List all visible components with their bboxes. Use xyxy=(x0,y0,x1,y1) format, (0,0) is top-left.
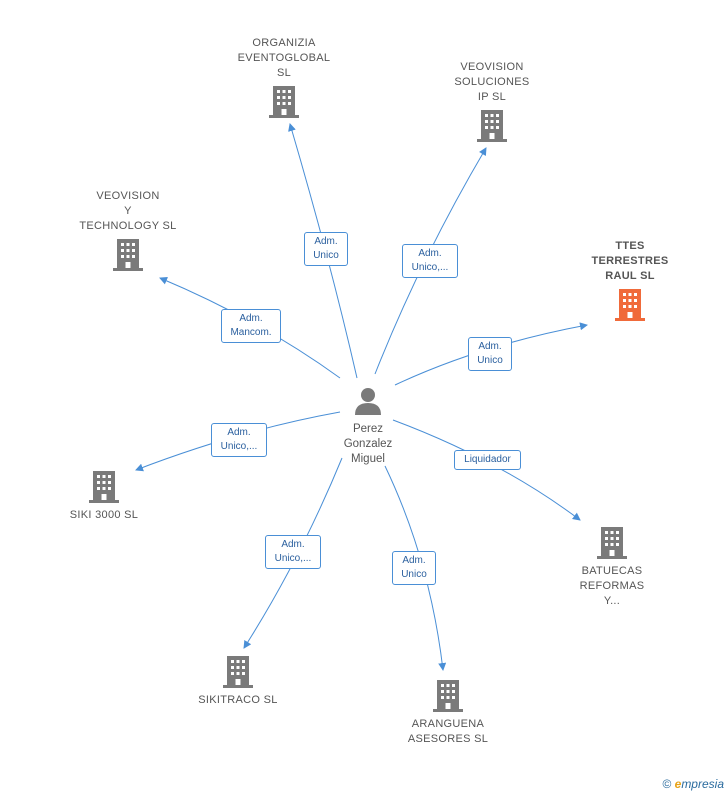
building-icon xyxy=(44,470,164,504)
relation-label-ttes: Adm. Unico xyxy=(468,337,512,371)
building-icon xyxy=(570,288,690,322)
relation-label-batuecas: Liquidador xyxy=(454,450,521,470)
company-node-batuecas[interactable]: BATUECAS REFORMAS Y... xyxy=(552,526,672,609)
company-name: VEOVISION Y TECHNOLOGY SL xyxy=(79,190,177,232)
company-name: BATUECAS REFORMAS Y... xyxy=(579,565,645,607)
company-node-sikitraco[interactable]: SIKITRACO SL xyxy=(178,655,298,708)
building-icon xyxy=(552,526,672,560)
company-name: ORGANIZIA EVENTOGLOBAL SL xyxy=(237,37,331,79)
company-name: ARANGUENA ASESORES SL xyxy=(407,718,489,745)
company-node-aranguena[interactable]: ARANGUENA ASESORES SL xyxy=(388,679,508,747)
company-name: TTES TERRESTRES RAUL SL xyxy=(591,240,669,282)
building-icon xyxy=(432,109,552,143)
building-icon xyxy=(68,238,188,272)
brand-logo-e: e xyxy=(674,777,682,791)
company-node-siki[interactable]: SIKI 3000 SL xyxy=(44,470,164,523)
building-icon xyxy=(388,679,508,713)
person-name: Perez Gonzalez Miguel xyxy=(343,423,393,465)
building-icon xyxy=(224,85,344,119)
company-node-ttes[interactable]: TTES TERRESTRES RAUL SL xyxy=(570,239,690,322)
relation-label-veovision-ip: Adm. Unico,... xyxy=(402,244,458,278)
company-node-veovision-tech[interactable]: VEOVISION Y TECHNOLOGY SL xyxy=(68,189,188,272)
relation-label-veovision-tech: Adm. Mancom. xyxy=(221,309,281,343)
person-icon xyxy=(318,386,418,416)
brand-name: mpresia xyxy=(681,777,724,791)
relation-label-organizia: Adm. Unico xyxy=(304,232,348,266)
company-name: SIKI 3000 SL xyxy=(69,509,139,521)
footer-brand: © empresia xyxy=(662,777,724,791)
company-name: VEOVISION SOLUCIONES IP SL xyxy=(454,61,530,103)
company-name: SIKITRACO SL xyxy=(198,694,278,706)
person-node[interactable]: Perez Gonzalez Miguel xyxy=(318,386,418,467)
relation-label-sikitraco: Adm. Unico,... xyxy=(265,535,321,569)
relation-label-aranguena: Adm. Unico xyxy=(392,551,436,585)
copyright-symbol: © xyxy=(662,777,672,791)
relation-label-siki: Adm. Unico,... xyxy=(211,423,267,457)
company-node-organizia[interactable]: ORGANIZIA EVENTOGLOBAL SL xyxy=(224,36,344,119)
edge-batuecas xyxy=(392,419,581,521)
building-icon xyxy=(178,655,298,689)
company-node-veovision-ip[interactable]: VEOVISION SOLUCIONES IP SL xyxy=(432,60,552,143)
